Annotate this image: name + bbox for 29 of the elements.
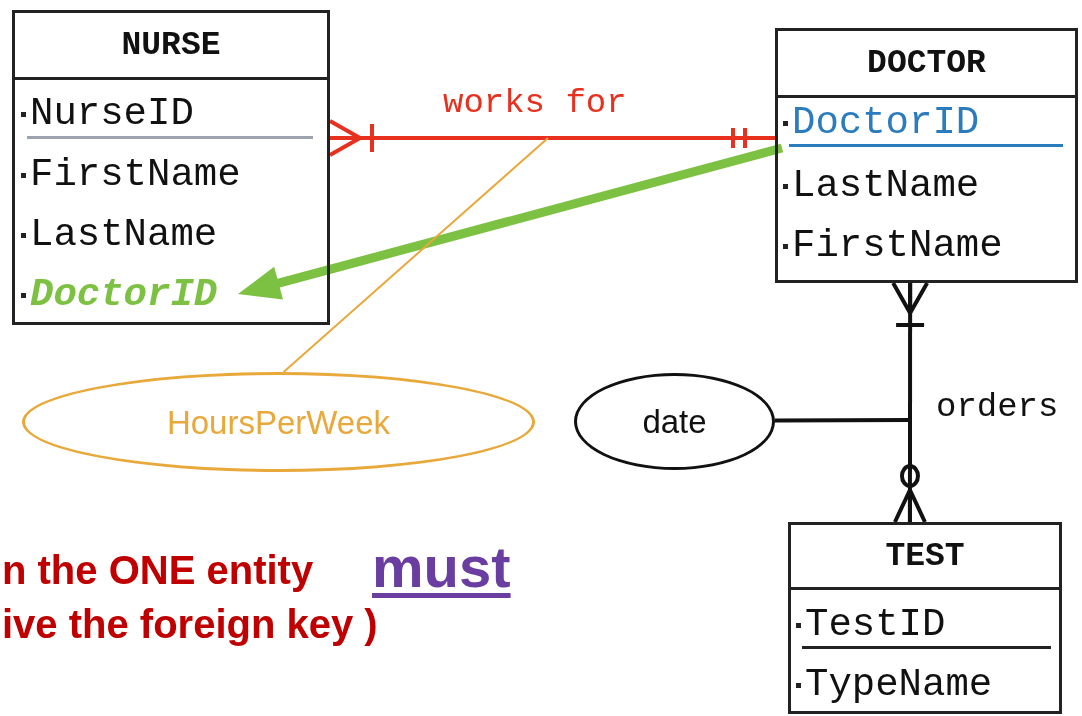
entity-box — [775, 28, 1078, 283]
relationship-line — [328, 118, 777, 157]
entity-title: NURSE — [121, 28, 221, 62]
entity-title: DOCTOR — [867, 46, 986, 80]
entity-title: TEST — [885, 539, 965, 573]
attribute-name: DoctorID — [30, 275, 218, 315]
attribute-ellipse — [22, 372, 535, 472]
relationship-line — [282, 137, 549, 373]
attribute-ellipse — [574, 373, 775, 470]
relationship-line — [891, 281, 930, 524]
arrow — [238, 143, 784, 300]
attribute-name: LastName — [792, 166, 980, 206]
edge-label: works for — [443, 86, 627, 120]
entity-box — [788, 522, 1062, 714]
edge-label: orders — [936, 390, 1059, 424]
attribute-name: FirstName — [30, 155, 241, 195]
attribute-name: LastName — [30, 215, 218, 255]
note-text: must — [372, 538, 511, 596]
relationship-line — [775, 418, 910, 423]
attribute-name: FirstName — [792, 226, 1003, 266]
note-text: ive the foreign key ) — [2, 604, 378, 644]
entity-box — [12, 10, 330, 325]
attribute-name: TestID — [805, 605, 946, 645]
attribute-name: NurseID — [30, 94, 194, 134]
note-text: n the ONE entity — [2, 550, 314, 590]
attribute-label: date — [642, 405, 707, 438]
attribute-name: DoctorID — [792, 103, 980, 143]
attribute-name: TypeName — [805, 665, 993, 705]
attribute-label: HoursPerWeek — [166, 405, 391, 439]
